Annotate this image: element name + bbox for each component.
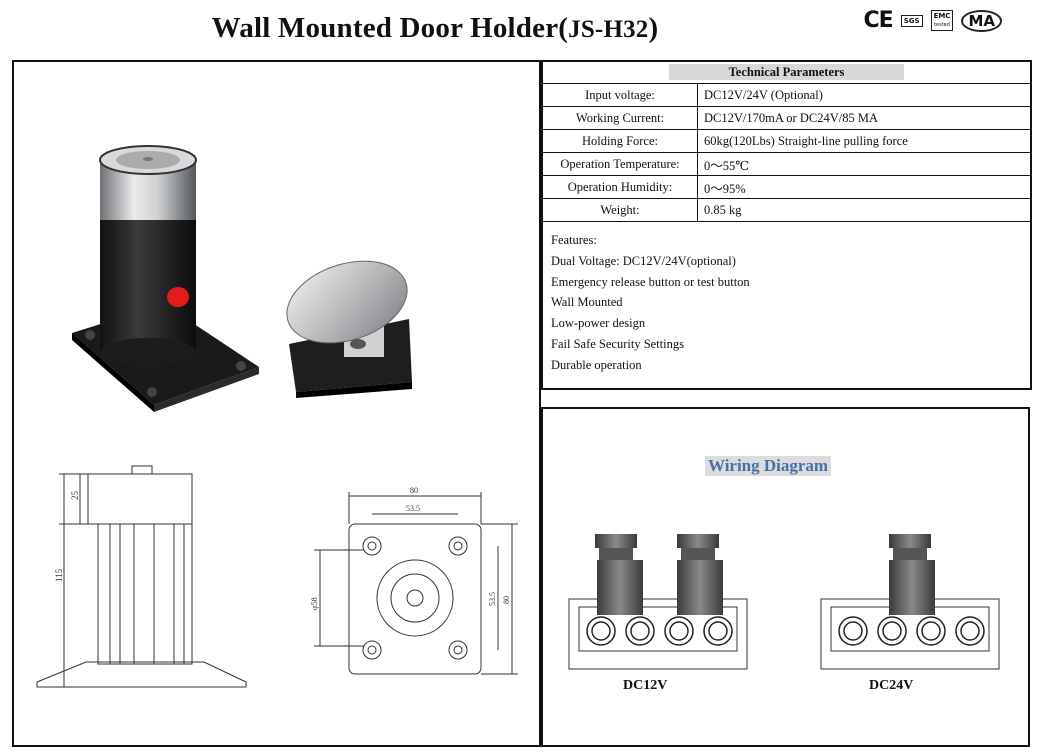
wiring-diagram-panel: Wiring Diagram [541,407,1030,747]
dim-dia-label: φ58 [310,597,319,610]
dc24v-terminal [820,534,1000,670]
dim-hwidth-label: 80 [502,596,511,604]
cert-logos: CE SGS EMC tested MA [864,8,1002,33]
param-value: 60kg(120Lbs) Straight-line pulling force [697,129,1030,153]
holder-unit-photo [72,145,259,412]
dc12v-label: DC12V [623,678,668,693]
list-item: Dual Voltage: DC12V/24V(optional) [551,253,736,268]
title-text: Wall Mounted Door Holder( [211,12,569,44]
top-view-drawing [314,492,518,675]
param-value: DC12V/170mA or DC24V/85 MA [697,106,1030,130]
technical-parameters: Technical Parameters Input voltage:DC12V… [541,60,1032,390]
table-row: Operation Temperature:0～55℃ [543,152,1030,176]
table-row: Input voltage:DC12V/24V (Optional) [543,83,1030,107]
params-table: Technical Parameters Input voltage:DC12V… [543,62,1030,222]
param-value: 0.85 kg [697,198,1030,222]
param-value: 0～95% [697,175,1030,199]
param-key: Operation Temperature: [543,152,698,176]
dc24v-label: DC24V [869,678,914,693]
ce-mark: CE [863,8,894,33]
dim-top-label: 25 [70,491,80,501]
list-item: Emergency release button or test button [551,274,750,289]
param-key: Weight: [543,198,698,222]
armature-plate-photo [286,260,412,398]
table-row: Weight:0.85 kg [543,198,1030,222]
list-item: Durable operation [551,357,642,372]
table-row: Holding Force:60kg(120Lbs) Straight-line… [543,129,1030,153]
model-number: JS-H32 [568,16,649,43]
list-item: Fail Safe Security Settings [551,336,684,351]
product-panel: 25 115 80 53.5 φ58 53.5 80 [12,60,541,747]
param-value: 0～55℃ [697,152,1030,176]
emc-logo: EMC tested [930,10,954,31]
param-value: DC12V/24V (Optional) [697,83,1030,107]
dim-height-label: 115 [54,568,64,582]
wiring-diagram-graphic [568,534,1000,670]
sgs-logo: SGS [900,14,923,27]
dim-width-label: 80 [410,486,418,495]
emc-text: EMC [933,12,951,20]
param-key: Working Current: [543,106,698,130]
dim-hspacing-label: 53.5 [488,592,497,606]
product-illustration: 25 115 80 53.5 φ58 53.5 80 [36,145,518,688]
side-view-drawing [36,465,247,688]
cma-logo: MA [961,9,1002,32]
params-heading-row: Technical Parameters [543,62,1030,84]
table-row: Operation Humidity:0～95% [543,175,1030,199]
params-heading: Technical Parameters [668,64,905,80]
param-key: Operation Humidity: [543,175,698,199]
dim-hole-label: 53.5 [406,504,420,513]
table-row: Working Current:DC12V/170mA or DC24V/85 … [543,106,1030,130]
param-key: Input voltage: [543,83,698,107]
page-title: Wall Mounted Door Holder(JS-H32) [0,12,870,45]
wiring-diagram-title: Wiring Diagram [705,456,832,476]
list-item: Low-power design [551,316,646,331]
title-close: ) [648,12,659,44]
param-key: Holding Force: [543,129,698,153]
emc-sub: tested [934,22,950,28]
features-list: Features: Dual Voltage: DC12V/24V(option… [543,222,1030,384]
list-item: Wall Mounted [551,295,623,310]
dc12v-terminal [568,534,748,670]
features-heading: Features: [551,233,597,247]
